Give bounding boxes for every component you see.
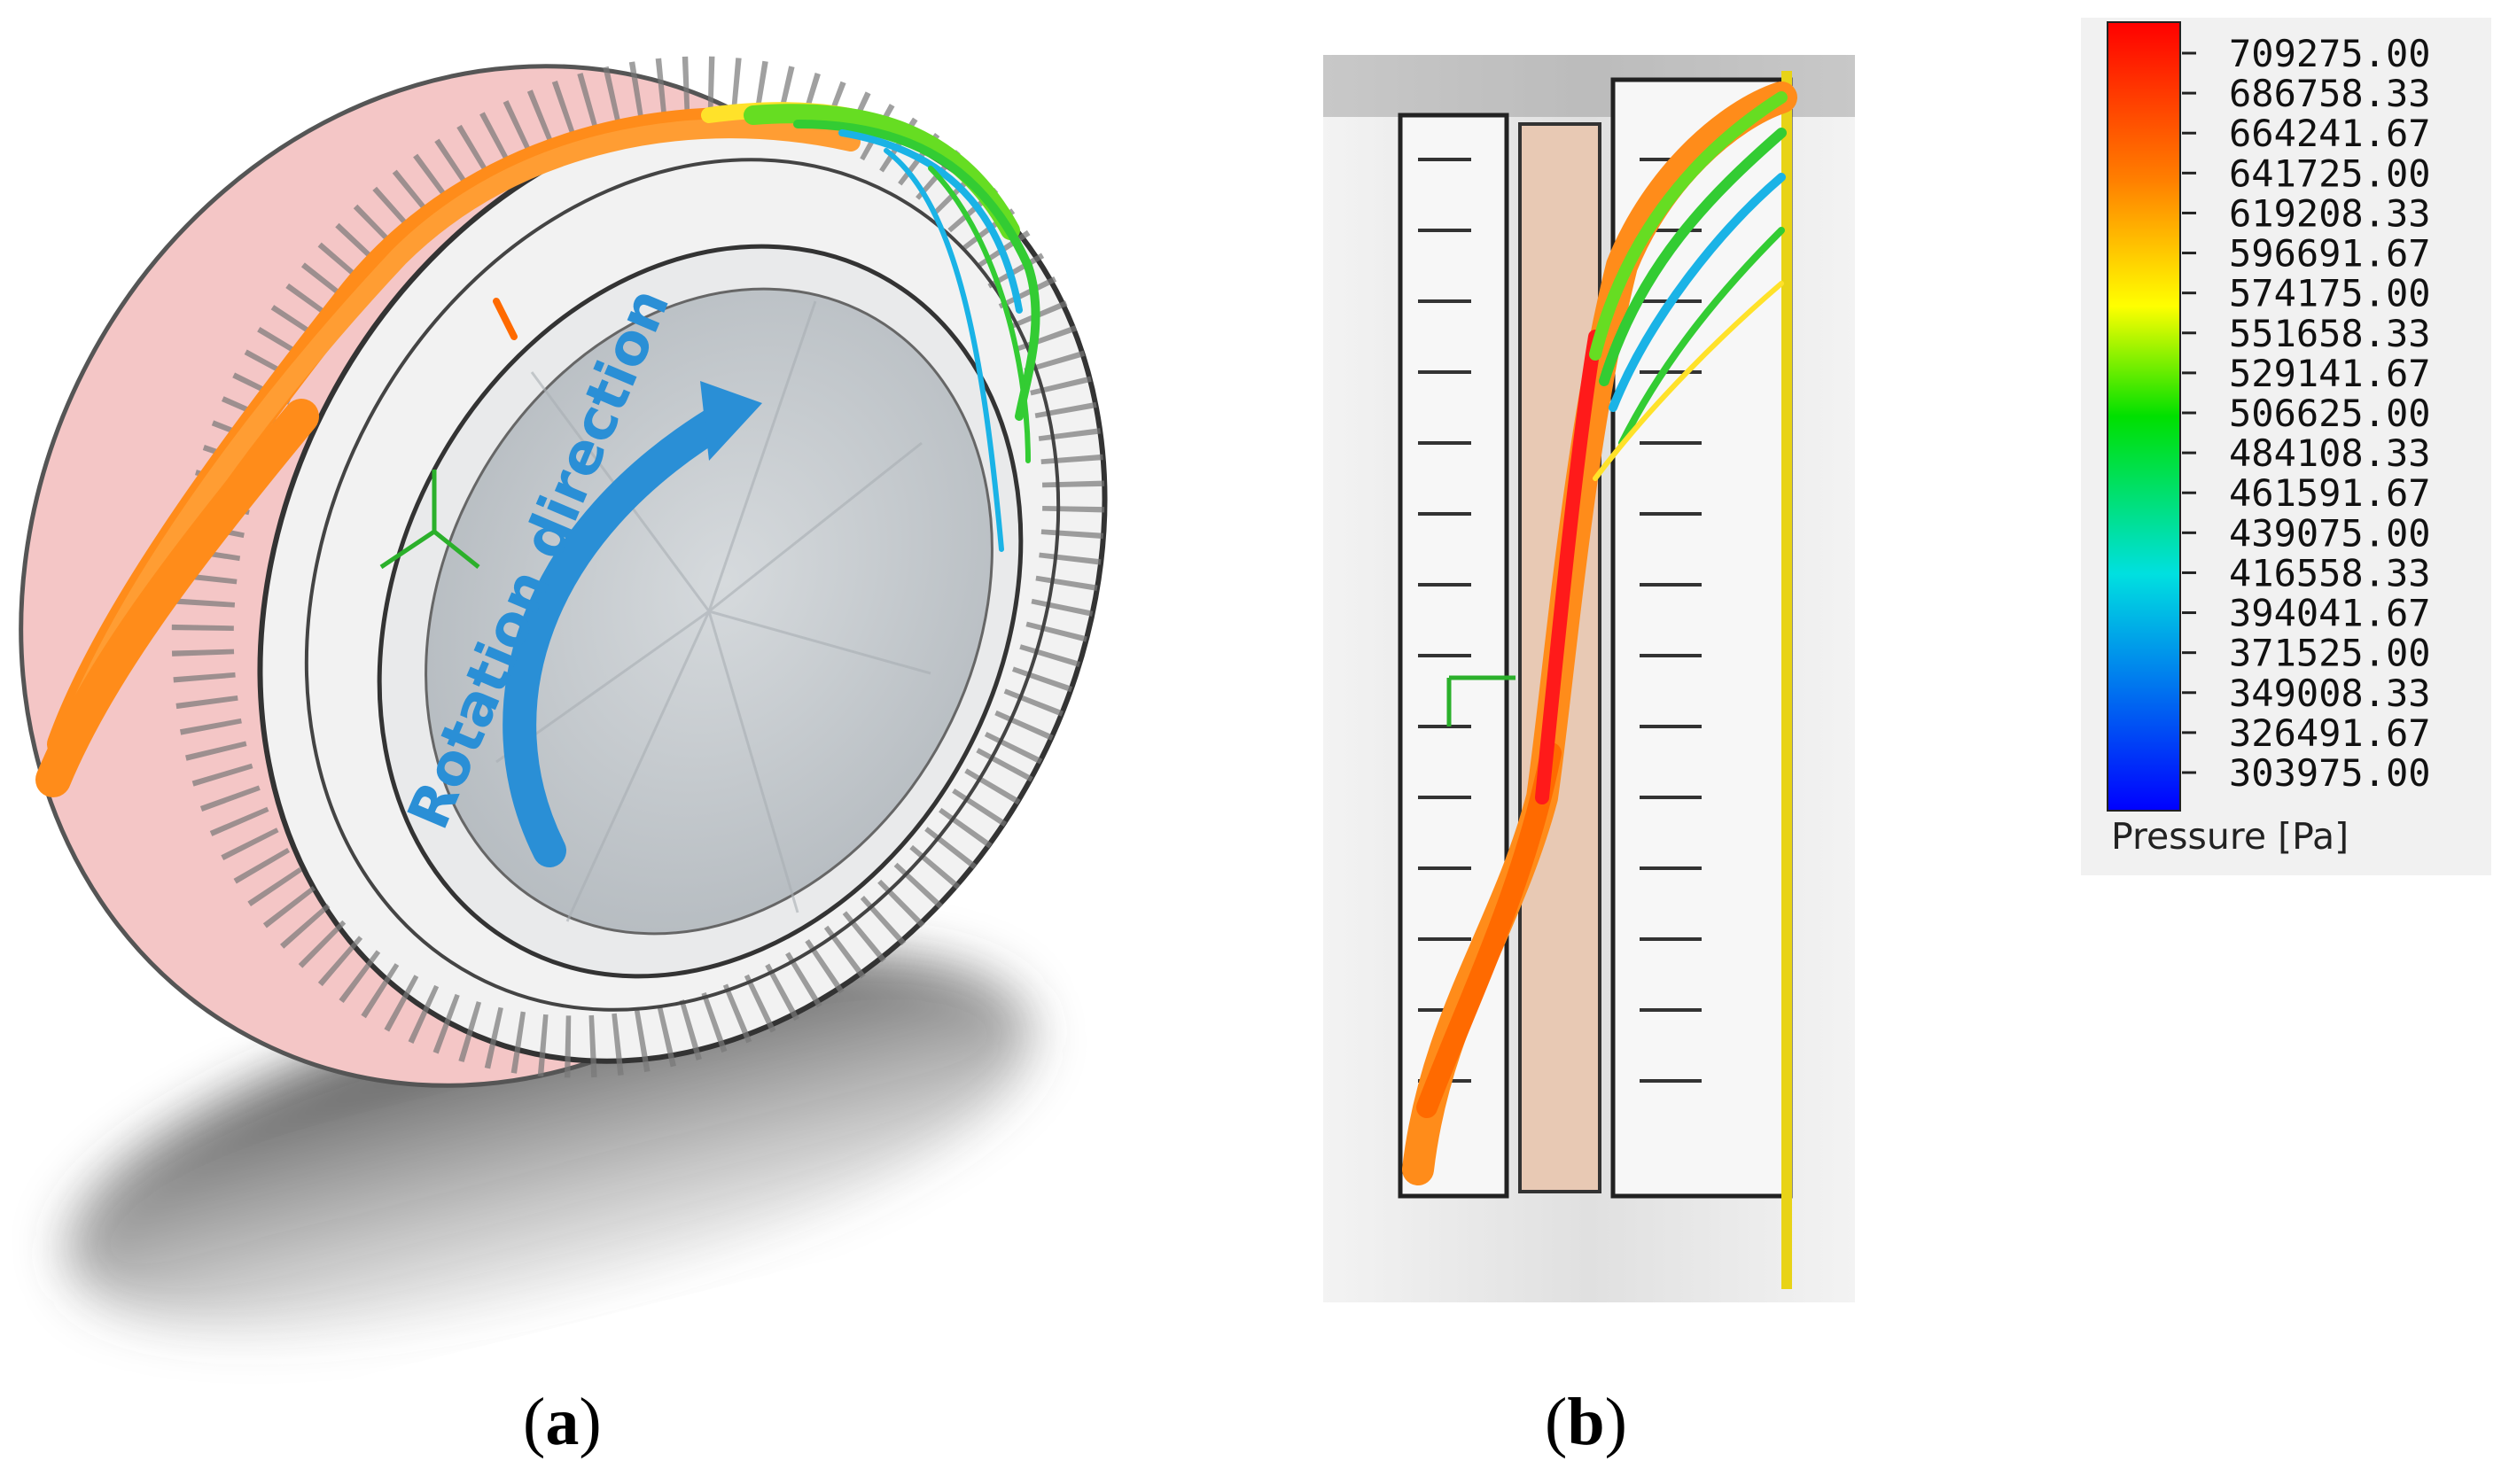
caption-b: (b) — [1545, 1385, 1627, 1459]
rotation-arrow — [503, 400, 744, 867]
rotation-arrowhead — [700, 381, 762, 461]
legend-colorbar — [2107, 21, 2181, 812]
legend-value: 349008.33 — [2229, 672, 2431, 715]
legend-value: 664241.67 — [2229, 112, 2431, 155]
legend-value: 326491.67 — [2229, 711, 2431, 755]
legend-value: 596691.67 — [2229, 232, 2431, 276]
legend-ticks — [2182, 51, 2196, 774]
blade-row — [171, 56, 1105, 1078]
panel-b-side-view — [1323, 55, 1855, 1302]
yellow-edge — [1781, 71, 1792, 1289]
streamlines-a — [35, 102, 1040, 797]
legend-value: 709275.00 — [2229, 32, 2431, 75]
legend-value: 303975.00 — [2229, 751, 2431, 795]
blade-hatching-b — [1418, 158, 1702, 1083]
turbine-shadow — [66, 953, 1032, 1332]
legend-title: Pressure [Pa] — [2111, 815, 2349, 858]
legend-value: 416558.33 — [2229, 551, 2431, 594]
legend-value: 686758.33 — [2229, 72, 2431, 115]
legend-value: 461591.67 — [2229, 471, 2431, 515]
legend-labels: 709275.00686758.33664241.67641725.006192… — [2229, 32, 2431, 795]
legend-value: 619208.33 — [2229, 191, 2431, 235]
axis-triad-a — [379, 470, 480, 570]
legend-value: 529141.67 — [2229, 352, 2431, 395]
axis-triad-b — [1446, 675, 1516, 726]
legend-value: 551658.33 — [2229, 312, 2431, 355]
legend-value: 439075.00 — [2229, 511, 2431, 555]
legend-value: 484108.33 — [2229, 431, 2431, 475]
legend-value: 574175.00 — [2229, 272, 2431, 315]
legend-value: 641725.00 — [2229, 152, 2431, 195]
blade-row-inner — [304, 158, 1061, 1012]
streamlines-b — [1402, 82, 1797, 1185]
legend-value: 394041.67 — [2229, 592, 2431, 635]
legend-value: 371525.00 — [2229, 632, 2431, 675]
panel-a-turbine-render: Rotation direction — [19, 56, 1108, 1332]
legend-value: 506625.00 — [2229, 392, 2431, 435]
caption-a: (a) — [523, 1385, 602, 1459]
